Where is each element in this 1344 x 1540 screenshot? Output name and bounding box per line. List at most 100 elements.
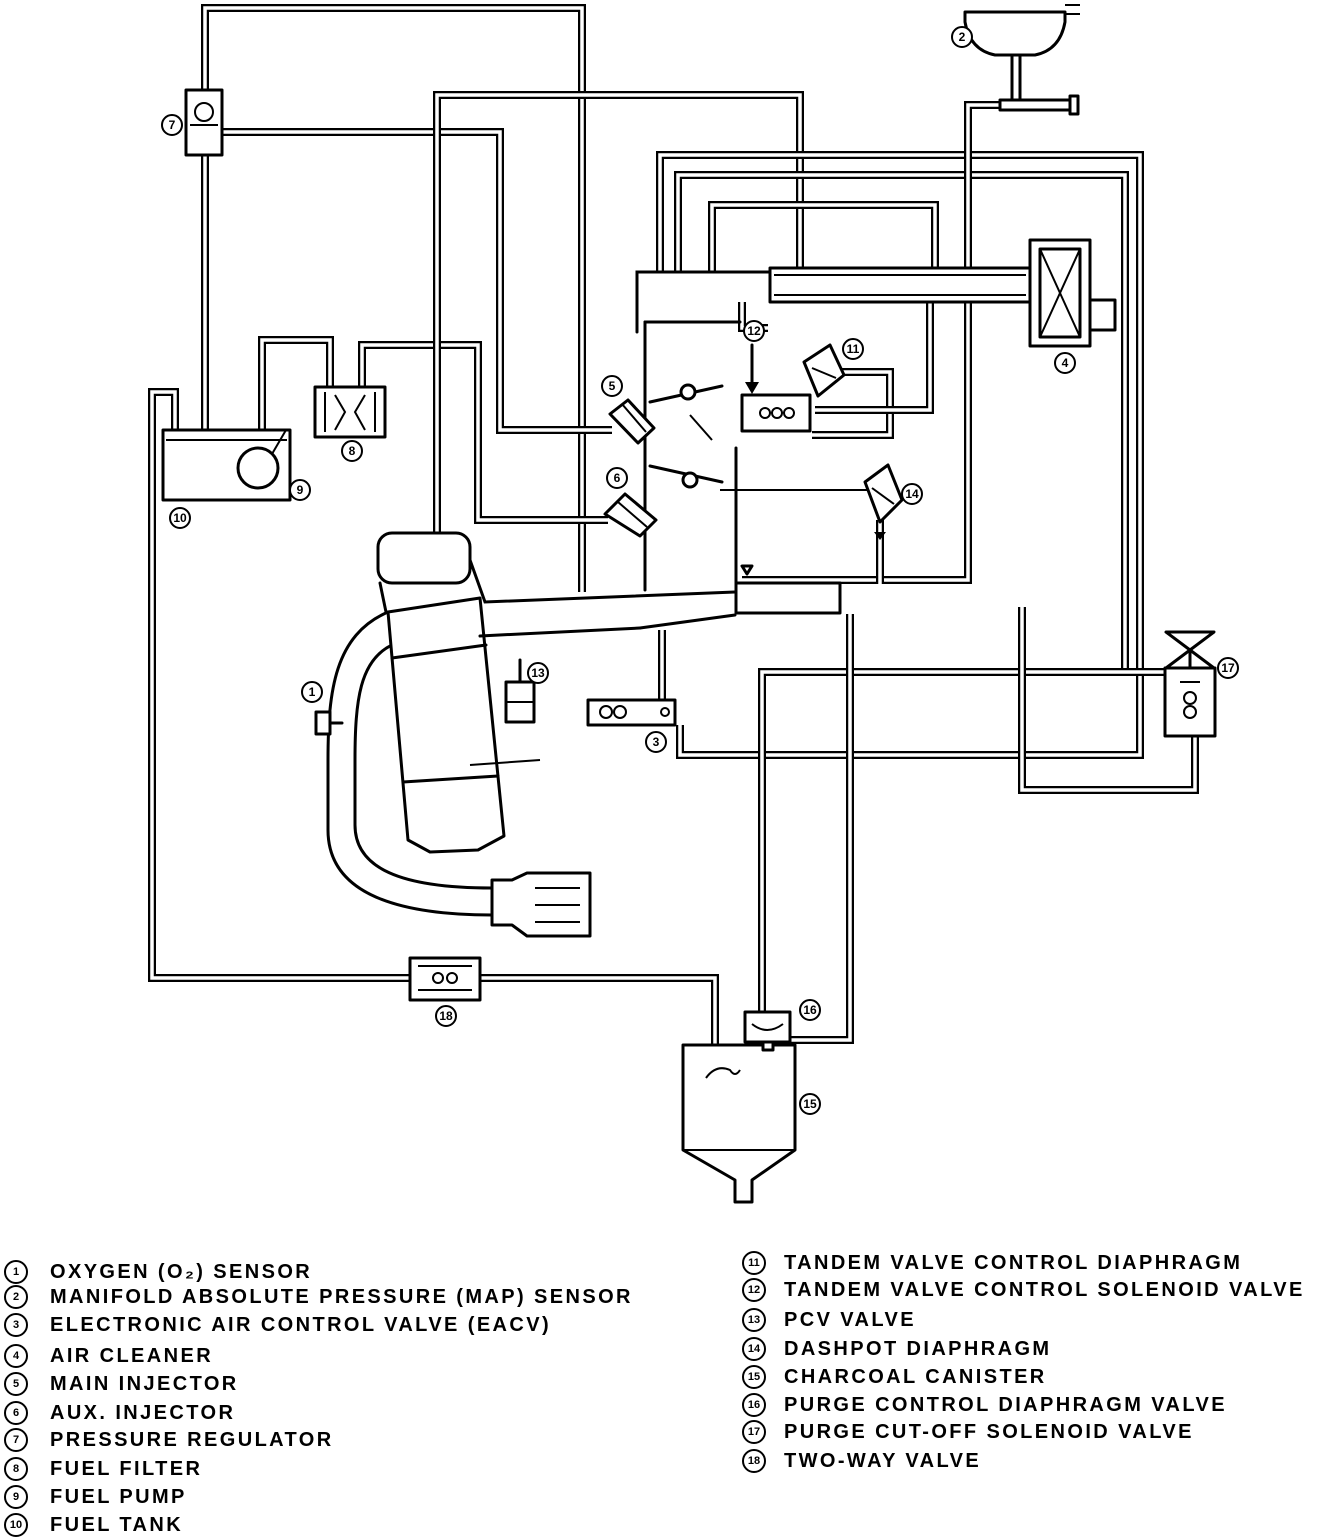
hose-bore [790,614,852,1042]
hose-bore [815,302,932,412]
hose-bore [260,338,332,448]
legend-number: 11 [742,1251,766,1275]
map-sensor [963,4,1080,116]
legend-label: PURGE CONTROL DIAPHRAGM VALVE [784,1393,1227,1416]
fuel-pump [236,429,287,490]
tandem-solenoid-valve [740,343,812,433]
legend-label: OXYGEN (O₂) SENSOR [50,1260,313,1283]
dashpot-diaphragm [863,463,904,540]
hose-wall [758,668,1166,1012]
legend-label: ELECTRONIC AIR CONTROL VALVE (EACV) [50,1313,552,1336]
legend-label: CHARCOAL CANISTER [784,1365,1047,1388]
hose-bore [710,203,937,272]
callout-5: 5 [601,375,623,397]
hose-bore [658,153,1142,757]
callout-number: 4 [1062,356,1069,370]
legend-label: PRESSURE REGULATOR [50,1428,334,1451]
legend-number: 16 [742,1393,766,1417]
legend-number: 10 [4,1513,28,1537]
legend-item: 13 PCV VALVE [742,1307,916,1333]
callout-number: 16 [803,1003,817,1017]
legend-item: 16 PURGE CONTROL DIAPHRAGM VALVE [742,1392,1227,1418]
hose-bore [222,130,612,432]
pressure-regulator [184,88,224,157]
hose [742,101,1012,584]
legend-item: 7 PRESSURE REGULATOR [4,1427,334,1453]
hose [201,4,586,592]
legend-label: MANIFOLD ABSOLUTE PRESSURE (MAP) SENSOR [50,1285,633,1308]
legend-label: AIR CLEANER [50,1344,214,1367]
hose-wall [708,201,939,272]
legend-label: FUEL TANK [50,1513,184,1536]
hose [790,614,854,1044]
legend-label: TANDEM VALVE CONTROL SOLENOID VALVE [784,1278,1305,1301]
legend-number: 9 [4,1485,28,1509]
hose-bore [742,103,1012,582]
throttle-body [635,270,868,615]
legend-number: 13 [742,1308,766,1332]
hose [674,171,1129,672]
legend-number: 12 [742,1278,766,1302]
hose [815,302,934,414]
callout-number: 15 [803,1097,817,1111]
legend-label: MAIN INJECTOR [50,1372,239,1395]
hose-bore [150,390,410,980]
hose-bore [1020,607,1197,792]
callout-number: 8 [349,444,356,458]
hose-bore [203,6,584,592]
eacv [586,698,677,727]
legend-label: PCV VALVE [784,1308,916,1331]
callout-1: 1 [301,681,323,703]
hose [758,668,1166,1012]
legend-item: 5 MAIN INJECTOR [4,1371,239,1397]
hose-network [148,4,1199,1046]
callout-17: 17 [1217,657,1239,679]
hose [1018,607,1199,794]
callout-number: 18 [439,1009,453,1023]
callout-number: 1 [309,685,316,699]
legend-number: 15 [742,1365,766,1389]
legend-number: 5 [4,1372,28,1396]
hose [656,151,1144,759]
hose-bore [435,93,802,535]
hose-wall [222,128,612,434]
legend-number: 1 [4,1260,28,1284]
legend-number: 4 [4,1344,28,1368]
callout-2: 2 [951,26,973,48]
callout-15: 15 [799,1093,821,1115]
callout-7: 7 [161,114,183,136]
purge-control-diaphragm-valve [743,1010,792,1052]
callout-number: 10 [173,511,187,525]
hose [258,336,334,448]
callout-number: 5 [609,379,616,393]
hose-bore [812,370,892,437]
callout-13: 13 [527,662,549,684]
callout-number: 13 [531,666,545,680]
legend-item: 4 AIR CLEANER [4,1343,213,1369]
callout-number: 2 [959,30,966,44]
legend-label: FUEL PUMP [50,1485,187,1508]
tandem-diaphragm [802,343,846,398]
legend-number: 7 [4,1428,28,1452]
legend-label: DASHPOT DIAPHRAGM [784,1337,1052,1360]
legend-item: 9 FUEL PUMP [4,1484,187,1510]
hose [222,128,612,434]
legend-item: 1 OXYGEN (O₂) SENSOR [4,1259,312,1285]
legend-item: 15 CHARCOAL CANISTER [742,1364,1047,1390]
callout-9: 9 [289,479,311,501]
legend-label: TWO-WAY VALVE [784,1449,982,1472]
callout-number: 17 [1221,661,1235,675]
callout-number: 14 [905,487,919,501]
hose-wall [480,974,719,1046]
aux-injector [603,492,658,538]
legend-item: 10 FUEL TANK [4,1512,183,1538]
oxygen-sensor [314,710,344,736]
legend-number: 8 [4,1457,28,1481]
fuel-filter [313,385,387,439]
